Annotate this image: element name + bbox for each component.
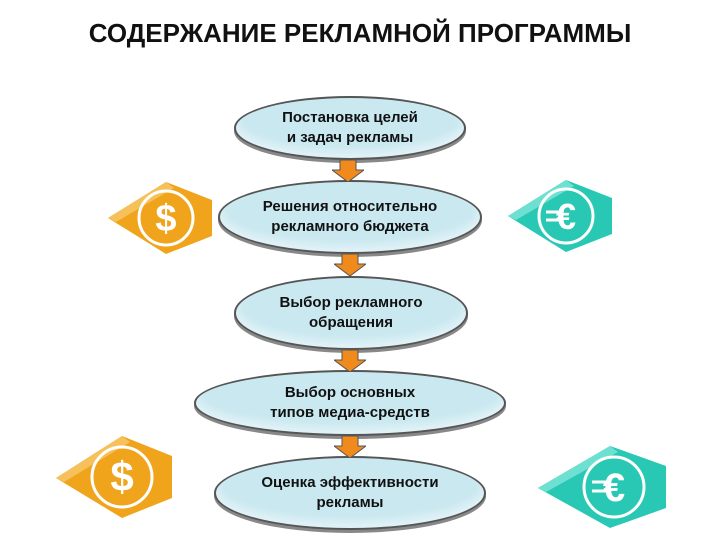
euro-icon: € <box>508 180 612 252</box>
step-3-message: Выбор рекламного обращения <box>234 276 468 350</box>
page-title: СОДЕРЖАНИЕ РЕКЛАМНОЙ ПРОГРАММЫ <box>88 18 632 48</box>
arrow-down-icon <box>334 436 366 458</box>
step-4-media: Выбор основных типов медиа-средств <box>194 370 506 436</box>
step-2-budget: Решения относительно рекламного бюджета <box>218 180 482 254</box>
arrow-down-icon <box>332 160 364 182</box>
arrow-down-icon <box>334 254 366 276</box>
svg-text:$: $ <box>155 198 176 240</box>
euro-icon: € <box>538 446 666 528</box>
svg-text:€: € <box>556 196 576 237</box>
svg-text:€: € <box>603 466 625 510</box>
step-1-goals: Постановка целей и задач рекламы <box>234 96 466 160</box>
arrow-down-icon <box>334 350 366 372</box>
dollar-icon: $ <box>108 182 212 254</box>
dollar-icon: $ <box>56 436 172 518</box>
step-5-evaluation: Оценка эффективности рекламы <box>214 456 486 530</box>
svg-text:$: $ <box>110 453 133 500</box>
